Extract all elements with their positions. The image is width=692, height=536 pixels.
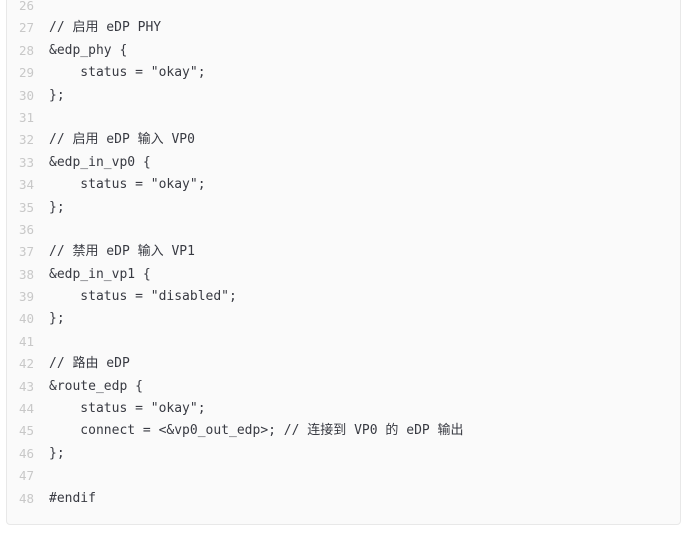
code-line: 36 bbox=[7, 219, 680, 241]
line-number: 44 bbox=[18, 401, 34, 417]
line-number: 31 bbox=[18, 109, 34, 125]
code-text: &edp_phy { bbox=[49, 42, 128, 58]
code-line: 40}; bbox=[7, 308, 680, 330]
code-line: 47 bbox=[7, 465, 680, 487]
line-number: 34 bbox=[18, 177, 34, 193]
code-line: 35}; bbox=[7, 197, 680, 219]
code-text: &edp_in_vp0 { bbox=[49, 154, 151, 170]
code-line: 33&edp_in_vp0 { bbox=[7, 152, 680, 174]
line-number: 28 bbox=[18, 42, 34, 58]
line-number: 38 bbox=[18, 266, 34, 282]
code-line: 32 // 启用 eDP 输入 VP0 bbox=[7, 129, 680, 151]
line-number: 41 bbox=[18, 333, 34, 349]
code-text: &edp_in_vp1 { bbox=[49, 266, 151, 282]
line-number: 43 bbox=[18, 378, 34, 394]
code-line: 30}; bbox=[7, 85, 680, 107]
line-number: 36 bbox=[18, 221, 34, 237]
line-number: 35 bbox=[18, 199, 34, 215]
code-text: }; bbox=[49, 87, 65, 103]
code-line: 42 // 路由 eDP bbox=[7, 353, 680, 375]
line-number: 46 bbox=[18, 445, 34, 461]
line-number: 42 bbox=[18, 356, 34, 372]
code-lines: 26 27 // 启用 eDP PHY 28&edp_phy { 29 statu… bbox=[7, 0, 680, 510]
code-text: // 启用 eDP PHY bbox=[49, 20, 162, 36]
code-text: &route_edp { bbox=[49, 378, 143, 394]
code-text: // 路由 eDP bbox=[49, 356, 130, 372]
code-text: status = "okay"; bbox=[49, 65, 206, 81]
line-number: 29 bbox=[18, 65, 34, 81]
code-text: #endif bbox=[49, 490, 96, 506]
code-text: }; bbox=[49, 311, 65, 327]
line-number: 33 bbox=[18, 154, 34, 170]
code-text: status = "okay"; bbox=[49, 177, 206, 193]
code-text: // 禁用 eDP 输入 VP1 bbox=[49, 244, 195, 260]
line-number: 45 bbox=[18, 423, 34, 439]
line-number: 37 bbox=[18, 244, 34, 260]
code-line: 34 status = "okay"; bbox=[7, 174, 680, 196]
code-text: status = "disabled"; bbox=[49, 289, 237, 305]
code-line: 46}; bbox=[7, 443, 680, 465]
line-number: 47 bbox=[18, 468, 34, 484]
code-text: // 启用 eDP 输入 VP0 bbox=[49, 132, 195, 148]
line-number: 27 bbox=[18, 20, 34, 36]
code-line: 48 #endif bbox=[7, 488, 680, 510]
code-line: 38&edp_in_vp1 { bbox=[7, 264, 680, 286]
code-text: }; bbox=[49, 445, 65, 461]
line-number: 40 bbox=[18, 311, 34, 327]
code-line: 44 status = "okay"; bbox=[7, 398, 680, 420]
code-line: 27 // 启用 eDP PHY bbox=[7, 17, 680, 39]
code-line: 29 status = "okay"; bbox=[7, 62, 680, 84]
code-line: 45 connect = <&vp0_out_edp>; // 连接到 VP0 … bbox=[7, 420, 680, 442]
code-text: }; bbox=[49, 199, 65, 215]
code-line: 43&route_edp { bbox=[7, 376, 680, 398]
code-text: connect = <&vp0_out_edp>; // 连接到 VP0 的 e… bbox=[49, 423, 464, 439]
code-line: 39 status = "disabled"; bbox=[7, 286, 680, 308]
code-line: 41 bbox=[7, 331, 680, 353]
line-number: 26 bbox=[18, 0, 34, 13]
code-line: 28&edp_phy { bbox=[7, 40, 680, 62]
code-line: 26 bbox=[7, 0, 680, 17]
line-number: 30 bbox=[18, 87, 34, 103]
line-number: 39 bbox=[18, 289, 34, 305]
code-block: 26 27 // 启用 eDP PHY 28&edp_phy { 29 statu… bbox=[6, 0, 681, 525]
line-number: 48 bbox=[18, 490, 34, 506]
code-text: status = "okay"; bbox=[49, 401, 206, 417]
code-line: 37 // 禁用 eDP 输入 VP1 bbox=[7, 241, 680, 263]
line-number: 32 bbox=[18, 132, 34, 148]
code-line: 31 bbox=[7, 107, 680, 129]
